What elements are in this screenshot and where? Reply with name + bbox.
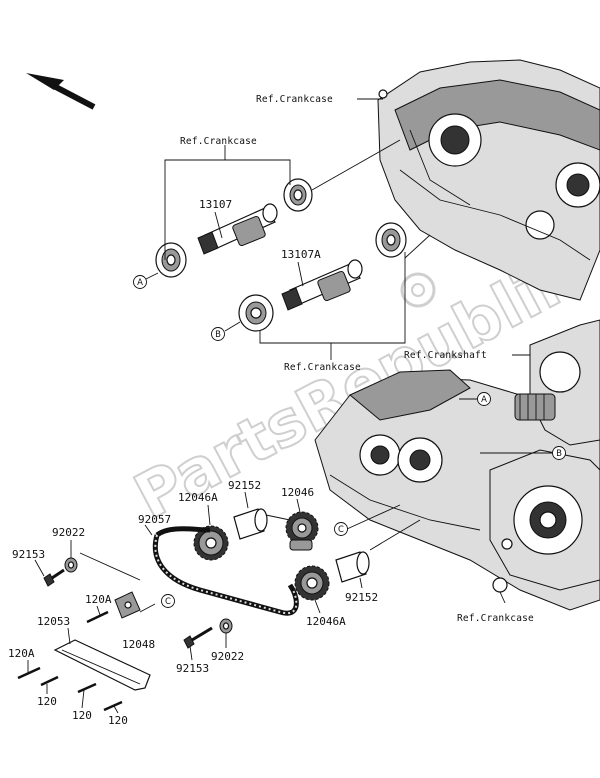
part-label-92057: 92057	[138, 513, 171, 526]
svg-text:C: C	[338, 525, 344, 535]
part-label-120a-top: 120A	[85, 593, 112, 606]
part-label-92152-bottom: 92152	[345, 591, 378, 604]
callout-a-right: A	[477, 392, 491, 406]
crankshaft-illustration	[514, 319, 600, 446]
svg-text:B: B	[556, 449, 562, 459]
sprocket-12046	[285, 511, 319, 551]
part-label-12046: 12046	[281, 486, 314, 499]
spacer-92152-top	[233, 508, 268, 540]
svg-text:B: B	[215, 330, 221, 340]
part-label-92153-top: 92153	[12, 548, 45, 561]
part-label-92022-bottom: 92022	[211, 650, 244, 663]
part-label-120-a: 120	[37, 695, 57, 708]
ref-crankcase-top: Ref.Crankcase	[256, 94, 333, 105]
chain-tensioner-12048	[114, 591, 141, 619]
washer-92022-bottom	[219, 618, 233, 634]
part-label-12046a-top: 12046A	[178, 491, 218, 504]
spacer-92152-bottom	[335, 551, 370, 583]
crankcase-upper-illustration	[377, 59, 600, 301]
watermark-gear-icon	[400, 272, 436, 308]
part-label-120-b: 120	[72, 709, 92, 722]
bearing-a-left	[155, 242, 187, 278]
sprocket-12046A-top	[193, 525, 229, 561]
part-label-92153-bottom: 92153	[176, 662, 209, 675]
balancer-shaft-13107A	[281, 259, 363, 311]
bearing-upper-mid	[375, 222, 407, 258]
front-direction-arrow-icon	[26, 73, 96, 110]
bolt-92153-top	[43, 568, 65, 587]
callout-a-left: A	[133, 275, 147, 289]
cam-chain-92057	[152, 526, 299, 616]
part-label-12048: 12048	[122, 638, 155, 651]
part-label-92022-top: 92022	[52, 526, 85, 539]
ref-crankshaft: Ref.Crankshaft	[404, 350, 487, 361]
part-label-120a-bottom: 120A	[8, 647, 35, 660]
ref-crankcase-mid: Ref.Crankcase	[284, 362, 361, 373]
part-label-12053: 12053	[37, 615, 70, 628]
leader-lines	[27, 98, 553, 714]
callout-b-right: B	[552, 446, 566, 460]
ref-crankcase-bottom: Ref.Crankcase	[457, 613, 534, 624]
part-label-12046a-bottom: 12046A	[306, 615, 346, 628]
svg-text:A: A	[481, 395, 487, 405]
svg-text:A: A	[137, 278, 143, 288]
ref-crankcase-left: Ref.Crankcase	[180, 136, 257, 147]
part-label-92152-top: 92152	[228, 479, 261, 492]
bearing-upper-right	[283, 178, 313, 212]
part-label-13107: 13107	[199, 198, 232, 211]
callout-b-left: B	[211, 327, 225, 341]
balancer-shaft-13107	[197, 203, 278, 255]
crankcase-lower-illustration	[314, 369, 600, 611]
bolt-92153-bottom	[183, 626, 213, 649]
bolts-120	[17, 610, 123, 712]
part-label-120-c: 120	[108, 714, 128, 727]
washer-92022-top	[64, 557, 78, 573]
part-label-13107a: 13107A	[281, 248, 321, 261]
bearing-b-left	[238, 294, 274, 332]
sprocket-12046A-bottom	[294, 565, 330, 601]
callout-c-left: C	[161, 594, 175, 608]
svg-text:C: C	[165, 597, 171, 607]
callout-c-mid: C	[334, 522, 348, 536]
chain-guide-12053	[53, 639, 151, 691]
